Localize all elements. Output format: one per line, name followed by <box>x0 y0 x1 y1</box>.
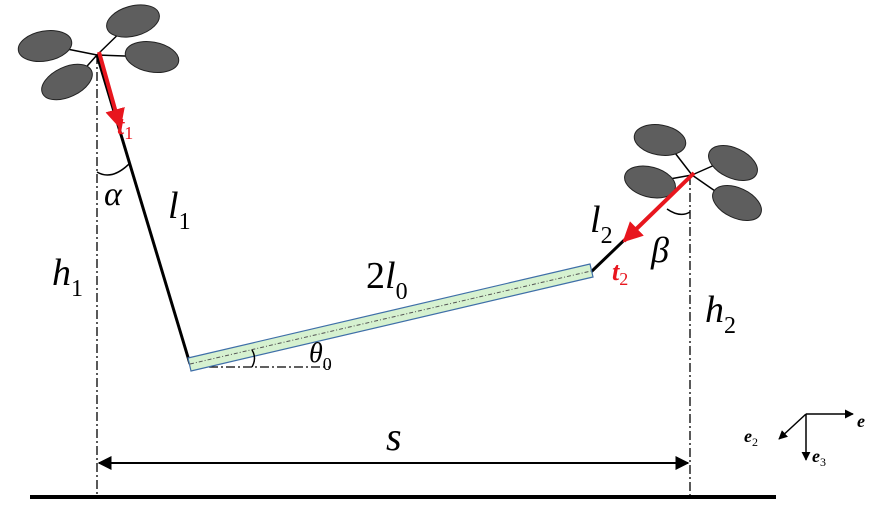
label-l1: l1 <box>168 185 191 235</box>
label-t1: t1 <box>117 111 133 143</box>
label-h2: h2 <box>705 289 736 339</box>
label-e2: e2 <box>744 426 758 449</box>
quadrotor-right-icon <box>624 124 762 221</box>
alpha-angle-arc <box>96 162 131 176</box>
label-theta0: θ0 <box>309 338 332 374</box>
label-2l0: 2l0 <box>366 255 408 305</box>
label-h1: h1 <box>52 252 83 302</box>
label-alpha: α <box>104 176 123 213</box>
label-e1: e <box>857 411 865 431</box>
label-beta: β <box>650 230 669 270</box>
label-e3: e3 <box>812 446 826 469</box>
tension-arrow-t1 <box>97 51 125 129</box>
quadrotor-left-icon <box>17 4 180 101</box>
label-s: s <box>386 414 402 459</box>
coordinate-frame <box>778 409 854 461</box>
rod-2l0 <box>187 263 594 372</box>
label-l2: l2 <box>590 199 613 249</box>
theta0-angle-arc <box>251 349 256 368</box>
label-t2: t2 <box>612 257 628 289</box>
beta-angle-arc <box>666 208 691 216</box>
tension-arrow-t2 <box>622 171 696 243</box>
